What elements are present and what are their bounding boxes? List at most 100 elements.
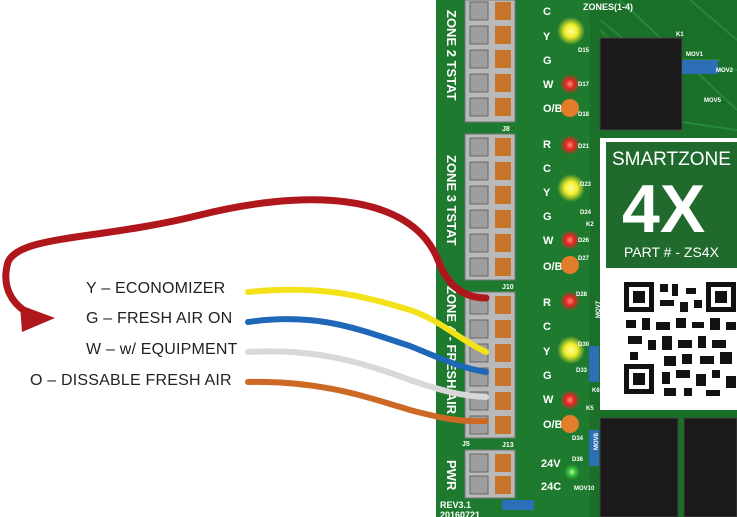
capacitor-blue [682,60,718,74]
brand-panel-dark [606,142,737,268]
pwr-slots [469,453,511,495]
connector-j10: J10 [502,284,514,291]
component-ids: D15 D17 D18 D21 D23 D24 D26 D27 D28 D30 … [572,32,734,492]
red-wire-path [2,196,490,322]
connector-j8: J8 [502,126,510,133]
comp-mov2: MOV2 [716,68,734,74]
capacitor-blue [589,346,599,382]
yellow-wire [245,286,489,355]
led-green [564,464,580,480]
relay-bottom-left [599,417,679,517]
led-id-d36: D36 [572,457,584,463]
comp-mov7: MOV7 [596,300,602,318]
pwr-letter-24c: 24C [541,481,561,493]
thermostat-wires [245,286,489,425]
brand-name: SMARTZONE [612,149,731,170]
z4-letter-ob: O/B [543,419,563,431]
led-id-d26: D26 [578,238,590,244]
terminal-block-zone4 [464,291,516,439]
led-id-d17: D17 [578,82,590,88]
led-red [560,230,580,250]
led-id-d27: D27 [578,256,590,262]
z4-letter-g: G [543,370,552,382]
comp-k1: K1 [676,32,684,38]
circuit-board: ZONE 2 TSTAT ZONE 3 TSTAT ZONE 4 - FRESH… [436,0,737,517]
led-id-d24: D24 [580,210,592,216]
led-yellow [557,17,585,45]
led-red [560,390,580,410]
zones-header: ZONES(1-4) [583,2,633,12]
qr-code [618,276,737,401]
label-economizer: Y – ECONOMIZER [86,280,226,297]
led-id-d23: D23 [580,182,592,188]
label-equipment: W – w/ EQUIPMENT [86,341,238,358]
relay-bottom-right [683,417,737,517]
zone4-label: ZONE 4 - FRESH AIR [444,286,459,415]
led-red [560,135,580,155]
zone3-label: ZONE 3 TSTAT [444,155,459,246]
pwr-label: PWR [444,460,459,491]
led-id-d28: D28 [576,292,588,298]
z4-letter-r: R [543,297,551,309]
zone2-slots [469,1,511,117]
led-yellow [557,174,585,202]
white-wire [245,348,489,400]
relay-top [599,37,683,131]
led-id-d34: D34 [572,436,584,442]
leds [557,17,585,480]
led-id-d21: D21 [578,144,590,150]
blue-wire [245,316,489,375]
comp-k2: K2 [586,222,594,228]
zone3-slots [469,137,511,277]
z2-letter-ob: O/B [543,103,563,115]
red-wire-arrow-icon [20,305,55,332]
part-number: PART # - ZS4X [624,244,720,260]
relays [502,37,737,517]
z2-letter-y: Y [543,31,551,43]
comp-mov8: MOV8 [594,432,600,450]
model-number: 4X [622,171,705,247]
brand-panel: SMARTZONE 4X PART # - ZS4X [600,138,737,410]
led-id-d18: D18 [578,112,590,118]
z3-letter-c: C [543,163,551,175]
z4-letter-y: Y [543,346,551,358]
comp-k6: K6 [592,388,600,394]
revision-date: 20160721 [440,510,480,517]
led-id-d33: D33 [576,368,588,374]
comp-mov10: MOV10 [574,486,595,492]
z2-letter-g: G [543,55,552,67]
led-red [560,74,580,94]
comp-mov1: MOV1 [686,52,704,58]
silkscreen-ids: J8 J10 J5 J13 REV3.1 20160721 ZONES(1-4) [440,2,633,517]
led-yellow [557,336,585,364]
z2-letter-w: W [543,79,554,91]
terminal-letters: C Y G W O/B R C Y G W O/B R C Y G W O/B … [541,6,563,493]
red-wire [2,196,490,332]
led-red [560,291,580,311]
comp-k5: K5 [586,406,594,412]
led-orange [561,99,579,117]
z4-letter-w: W [543,394,554,406]
zone2-label: ZONE 2 TSTAT [444,10,459,101]
revision-label: REV3.1 [440,500,471,510]
z3-letter-g: G [543,211,552,223]
led-orange [561,256,579,274]
z4-letter-c: C [543,321,551,333]
connector-j5: J5 [462,441,470,448]
led-id-d15: D15 [578,48,590,54]
z3-letter-y: Y [543,187,551,199]
z3-letter-r: R [543,139,551,151]
capacitor-blue [502,500,534,510]
pwr-letter-24v: 24V [541,458,561,470]
z3-letter-ob: O/B [543,261,563,273]
connector-j13: J13 [502,442,514,449]
orange-wire [245,378,489,425]
z2-letter-c: C [543,6,551,18]
led-id-d30: D30 [578,342,590,348]
label-fresh-air-on: G – FRESH AIR ON [86,310,233,327]
comp-mov5: MOV5 [704,98,722,104]
terminal-block-zone3 [464,133,516,281]
z3-letter-w: W [543,235,554,247]
led-orange [561,415,579,433]
